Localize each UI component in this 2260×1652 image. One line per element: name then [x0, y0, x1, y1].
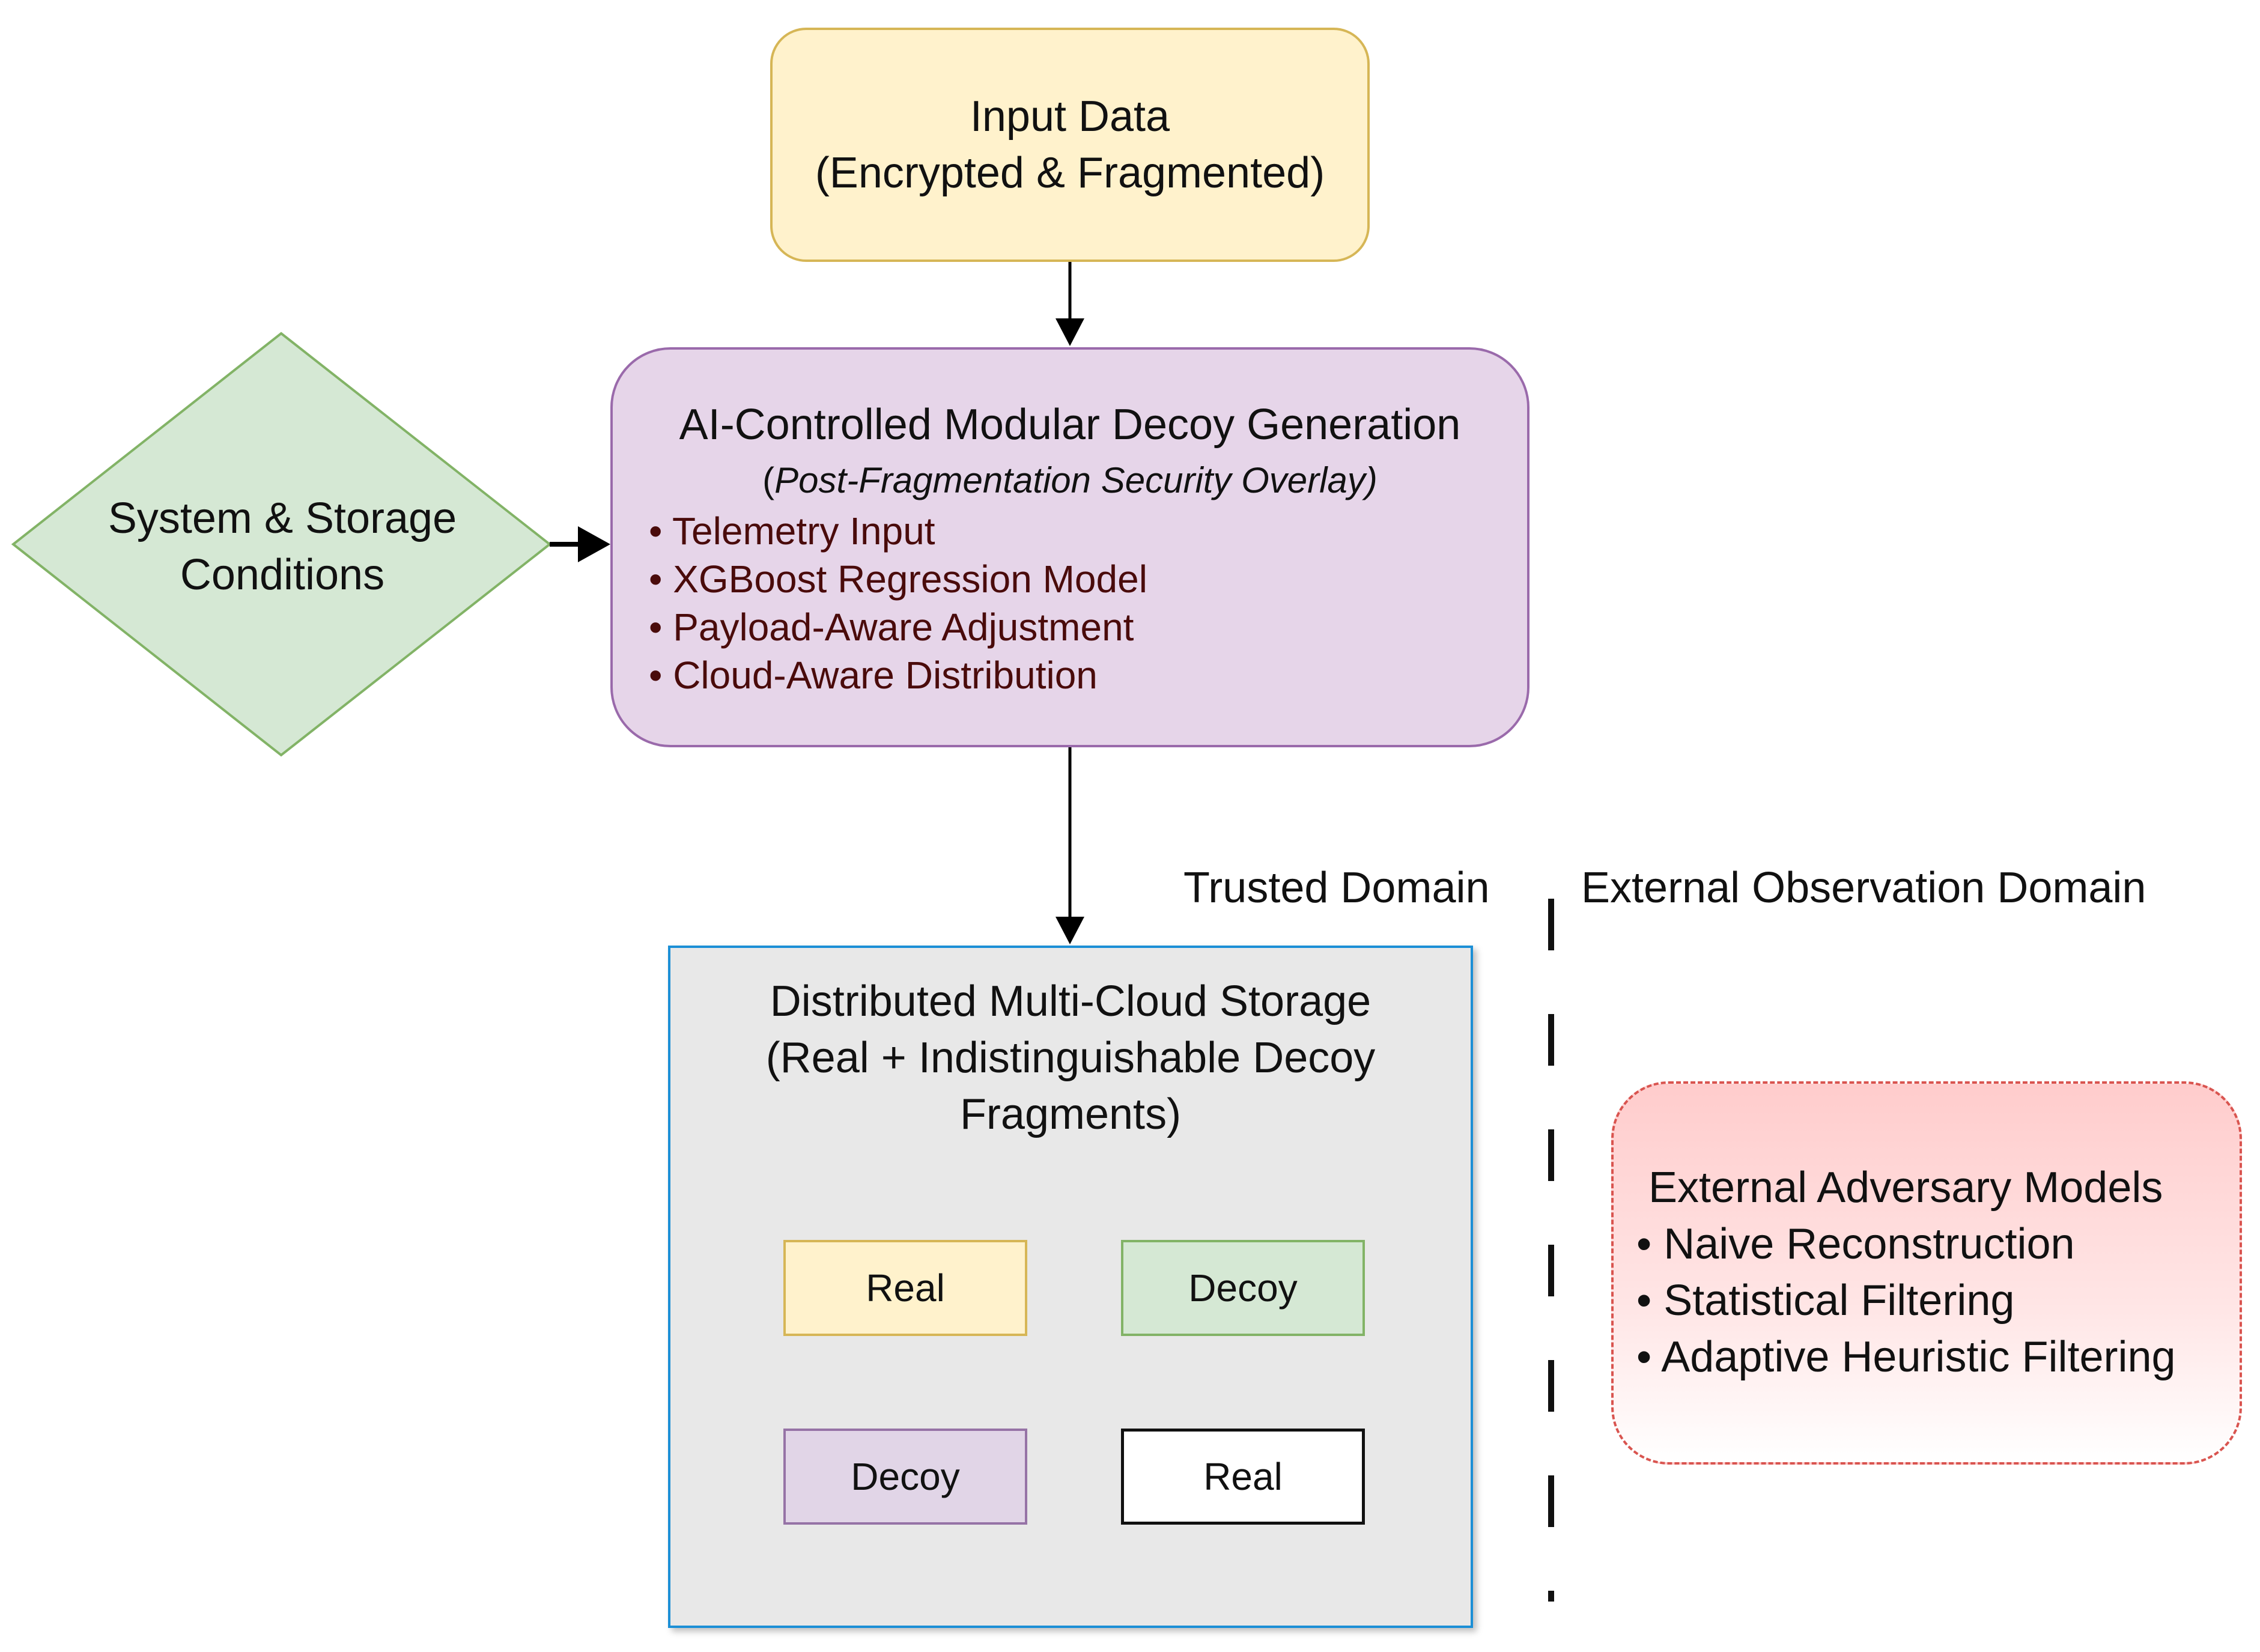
storage-node: Distributed Multi-Cloud Storage (Real + …	[668, 946, 1473, 1628]
trusted-domain-label: Trusted Domain	[1183, 864, 1490, 912]
arrow-conditions-to-generation	[550, 526, 610, 562]
list-item: • Statistical Filtering	[1636, 1277, 2015, 1325]
storage-title: Distributed Multi-Cloud Storage (Real + …	[765, 977, 1376, 1138]
list-item: • Payload-Aware Adjustment	[649, 606, 1134, 649]
decoy-generation-title: AI-Controlled Modular Decoy Generation	[679, 401, 1461, 449]
arrow-input-to-generation	[1056, 262, 1084, 346]
list-item: • Cloud-Aware Distribution	[649, 654, 1098, 697]
adversary-node: External Adversary Models • Naive Recons…	[1611, 1081, 2242, 1465]
arrow-generation-to-storage	[1056, 747, 1084, 944]
external-domain-label: External Observation Domain	[1581, 864, 2146, 912]
input-data-subtitle: (Encrypted & Fragmented)	[815, 149, 1325, 197]
conditions-diamond	[11, 332, 552, 757]
conditions-label: System & Storage Conditions	[108, 494, 457, 599]
fragment-real: Real	[1121, 1429, 1365, 1525]
list-item: • Telemetry Input	[649, 509, 935, 553]
adversary-title: External Adversary Models	[1648, 1164, 2163, 1212]
input-data-title: Input Data	[970, 93, 1170, 141]
list-item: • Adaptive Heuristic Filtering	[1636, 1333, 2176, 1381]
list-item: • XGBoost Regression Model	[649, 557, 1147, 601]
fragment-real: Real	[783, 1240, 1027, 1336]
decoy-generation-subtitle: (Post-Fragmentation Security Overlay)	[762, 460, 1378, 500]
fragment-decoy: Decoy	[783, 1429, 1027, 1525]
decoy-generation-node: AI-Controlled Modular Decoy Generation (…	[610, 347, 1529, 747]
decoy-generation-list: • Telemetry Input • XGBoost Regression M…	[649, 507, 1147, 699]
fragment-decoy: Decoy	[1121, 1240, 1365, 1336]
input-data-node: Input Data (Encrypted & Fragmented)	[770, 28, 1370, 262]
list-item: • Naive Reconstruction	[1636, 1220, 2075, 1268]
